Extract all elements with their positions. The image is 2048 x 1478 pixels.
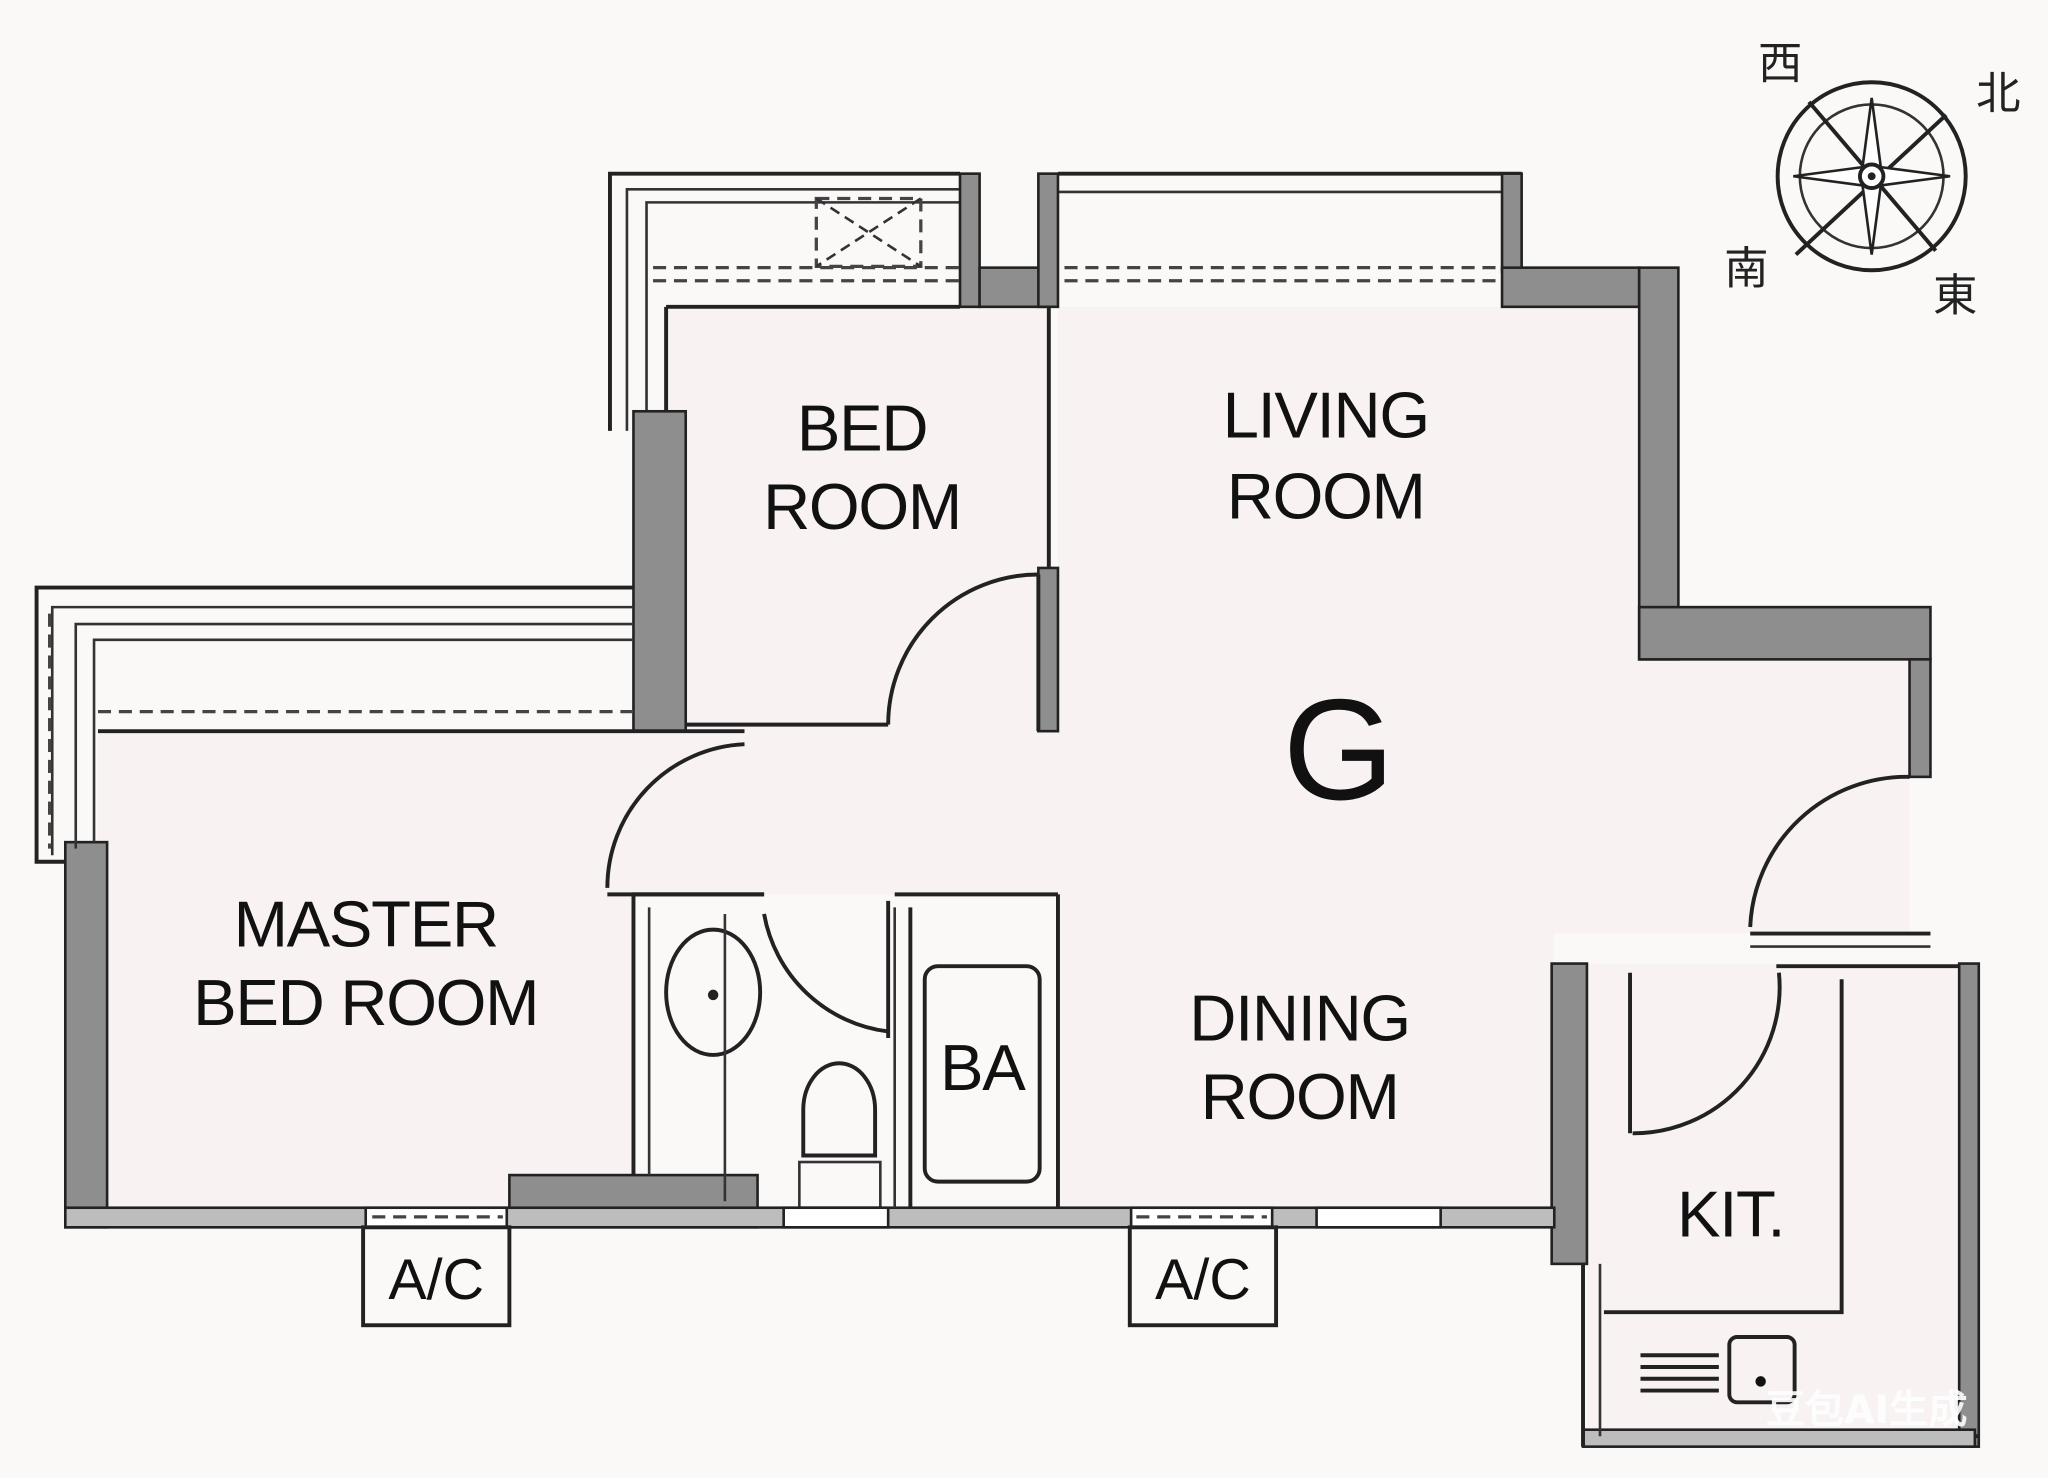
master-bedroom-label: BED ROOM (193, 966, 538, 1039)
toilet (801, 1061, 878, 1158)
dining-room-label: DINING (1189, 982, 1410, 1055)
bathroom (631, 892, 1060, 1210)
ac-unit: A/C (1127, 1225, 1279, 1328)
living-room-label: LIVING (1223, 378, 1429, 451)
svg-text:西: 西 (1758, 38, 1802, 89)
svg-text:A/C: A/C (388, 1248, 484, 1312)
living-room-label: ROOM (1227, 459, 1425, 532)
doors (605, 572, 1910, 1136)
master-bedroom-label: MASTER (234, 888, 498, 961)
unit-label: G (1283, 670, 1395, 830)
drain-box (814, 196, 923, 268)
watermark: 豆包AI生成 (1766, 1388, 1968, 1433)
svg-text:A/C: A/C (1155, 1248, 1251, 1312)
sink-icon (1727, 1335, 1797, 1405)
bedroom-label: ROOM (763, 470, 961, 543)
bedroom-label: BED (797, 391, 927, 464)
svg-text:東: 東 (1933, 271, 1977, 322)
bathtub (922, 964, 1042, 1184)
sink (664, 927, 763, 1057)
dining-room-label: ROOM (1201, 1060, 1399, 1133)
master-balcony (34, 585, 745, 864)
svg-text:南: 南 (1724, 243, 1768, 294)
svg-text:北: 北 (1976, 68, 2020, 119)
compass-icon: 西 北 南 東 (1724, 38, 2020, 321)
top-balcony (608, 171, 1522, 431)
bathroom-label: BA (940, 1031, 1026, 1104)
windows (364, 1206, 1442, 1229)
ac-unit: A/C (361, 1225, 512, 1328)
floors (97, 306, 1960, 1441)
kitchen-label: KIT. (1677, 1177, 1784, 1250)
kitchen-fixtures (1603, 979, 1844, 1405)
